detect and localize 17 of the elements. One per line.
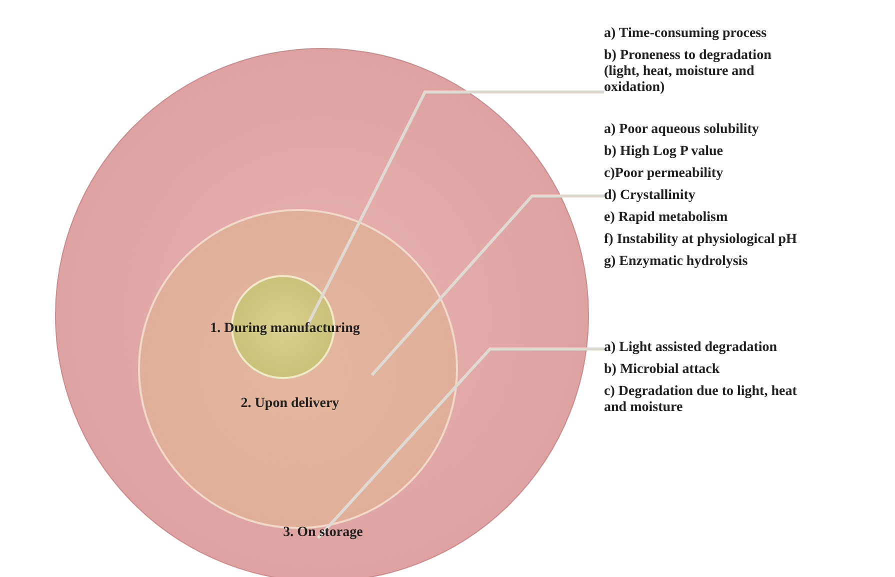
list-item: c)Poor permeability bbox=[604, 166, 724, 182]
list-item: a) Light assisted degradation bbox=[604, 340, 778, 356]
circle-label: 2. Upon delivery bbox=[240, 396, 340, 412]
list-item: f) Instability at physiological pH bbox=[604, 232, 798, 248]
leader-line bbox=[304, 90, 604, 329]
list-item: d) Crystallinity bbox=[604, 188, 696, 204]
list-item: b) Microbial attack bbox=[604, 362, 721, 378]
leader-line bbox=[370, 194, 604, 376]
list-item: a) Poor aqueous solubility bbox=[604, 122, 760, 138]
circle-label: 3. On storage bbox=[282, 525, 364, 541]
circle-label: 1. During manufacturing bbox=[209, 321, 361, 337]
list-item: a) Time-consuming process bbox=[604, 26, 768, 42]
list-item: b) Proneness to degradation (light, heat, moisture and oxidation) bbox=[604, 48, 772, 96]
list-item: b) High Log P value bbox=[604, 144, 724, 160]
list-item: c) Degradation due to light, heat and moisture bbox=[604, 384, 798, 416]
list-item: g) Enzymatic hydrolysis bbox=[604, 254, 749, 270]
list-item: e) Rapid metabolism bbox=[604, 210, 729, 226]
